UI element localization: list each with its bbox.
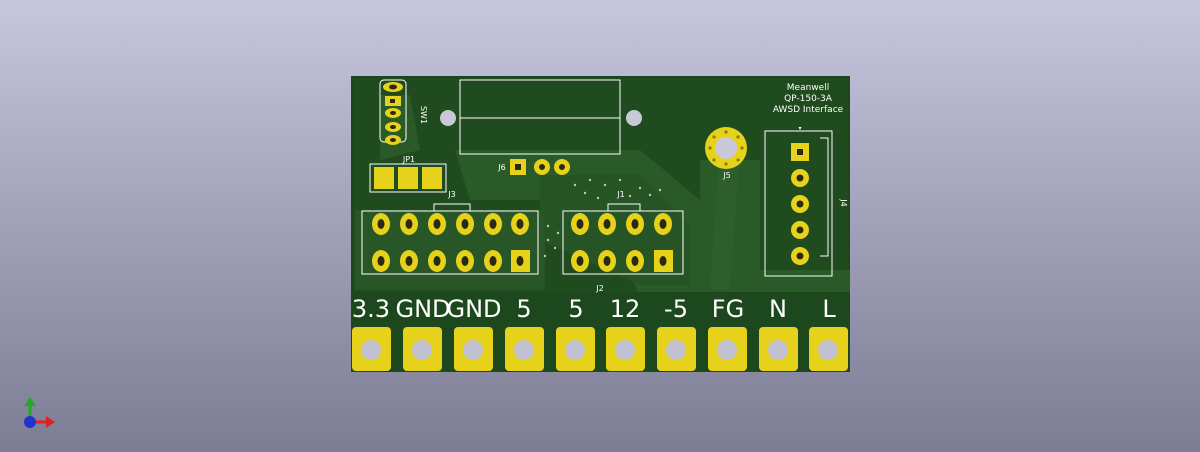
terminal-label-6: 12 xyxy=(610,295,641,323)
relay-footprint xyxy=(440,79,642,155)
j3-label: J3 xyxy=(447,190,455,199)
vias xyxy=(543,178,662,258)
terminal-label-7: -5 xyxy=(664,295,688,323)
terminal-label-1: 3.3 xyxy=(352,295,390,323)
terminal-label-9: N xyxy=(769,295,787,323)
j2-label: J2 xyxy=(595,284,603,293)
title-line-3: AWSD Interface xyxy=(773,105,844,115)
terminal-label-5: 5 xyxy=(568,295,583,323)
terminal-label-3: GND xyxy=(446,295,501,323)
j4-connector: ▾ J4 xyxy=(764,125,848,277)
svg-text:▾: ▾ xyxy=(798,125,801,132)
j6-header: J6 xyxy=(497,159,570,175)
terminal-holes xyxy=(361,340,838,360)
j5-mount-pad: J5 xyxy=(705,127,747,180)
jp1-jumper: JP1 xyxy=(369,155,447,193)
terminal-label-2: GND xyxy=(395,295,450,323)
title-line-1: Meanwell xyxy=(787,83,829,93)
board-title: Meanwell QP-150-3A AWSD Interface xyxy=(773,83,844,115)
title-line-2: QP-150-3A xyxy=(784,94,833,104)
j1-label: J1 xyxy=(616,190,624,199)
terminal-label-4: 5 xyxy=(516,295,531,323)
j3-connector: J3 xyxy=(361,190,539,275)
j5-label: J5 xyxy=(722,171,730,180)
sw1-label: SW1 xyxy=(419,106,428,124)
xyz-axis-icon xyxy=(24,397,55,428)
jp1-label: JP1 xyxy=(402,155,415,164)
terminal-label-10: L xyxy=(822,295,836,323)
j1-connector: J1 J2 xyxy=(562,190,684,293)
j4-label: J4 xyxy=(839,198,848,206)
j6-label: J6 xyxy=(497,163,505,172)
terminal-row: 3.3 GND GND 5 5 12 -5 FG N L xyxy=(352,295,848,371)
terminal-label-8: FG xyxy=(712,295,744,323)
sw1-switch: SW1 xyxy=(379,79,428,145)
